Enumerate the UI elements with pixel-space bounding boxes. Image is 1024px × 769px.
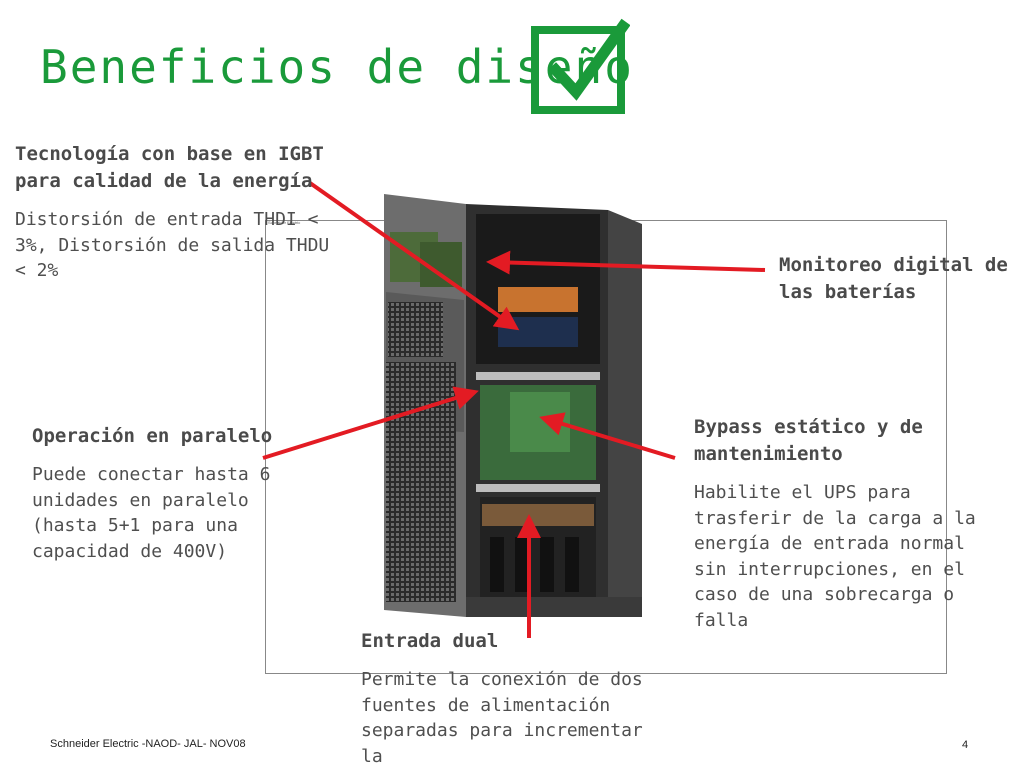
callout-igbt-body: Distorsión de entrada THDI < 3%, Distors… [15, 209, 330, 281]
callout-bypass: Bypass estático y de mantenimiento Habil… [694, 414, 1004, 633]
ups-cabinet-image [384, 194, 642, 617]
frame-label: Schneider Electric [268, 220, 301, 225]
callout-dual: Entrada dual Permite la conexión de dos … [361, 628, 661, 769]
callout-dual-heading: Entrada dual [361, 630, 499, 652]
callout-parallel-heading: Operación en paralelo [32, 425, 273, 447]
callout-igbt-heading: Tecnología con base en IGBT para calidad… [15, 143, 324, 192]
callout-monitor-heading: Monitoreo digital de las baterías [779, 254, 1008, 303]
callout-monitor: Monitoreo digital de las baterías [779, 252, 1019, 306]
page-number: 4 [962, 739, 969, 751]
footer-text: Schneider Electric -NAOD- JAL- NOV08 [50, 738, 246, 750]
callout-igbt: Tecnología con base en IGBT para calidad… [15, 141, 335, 284]
callout-parallel-body: Puede conectar hasta 6 unidades en paral… [32, 464, 271, 562]
checkbox-checked-icon [531, 18, 630, 114]
callout-dual-body: Permite la conexión de dos fuentes de al… [361, 669, 643, 767]
callout-bypass-body: Habilite el UPS para trasferir de la car… [694, 482, 976, 631]
callout-parallel: Operación en paralelo Puede conectar has… [32, 423, 282, 564]
callout-bypass-heading: Bypass estático y de mantenimiento [694, 416, 923, 465]
